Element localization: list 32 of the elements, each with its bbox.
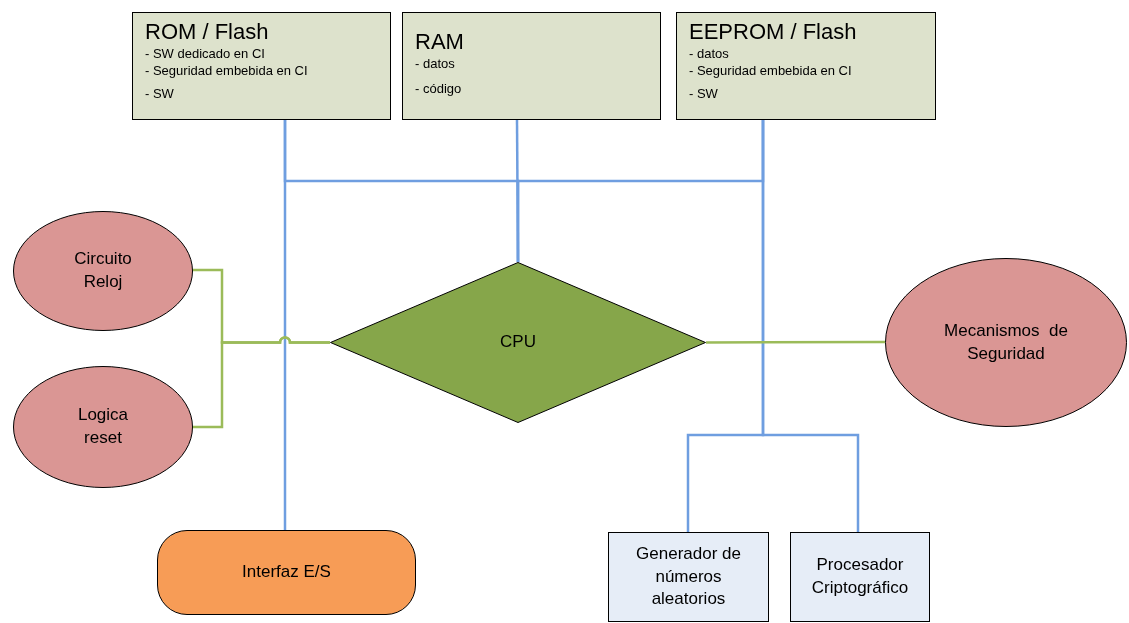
ellipse-node — [13, 366, 193, 488]
list-item: - código — [415, 80, 463, 97]
node-label: Generador de números aleatorios — [635, 542, 742, 611]
connector-line — [193, 336, 330, 429]
process-box — [608, 532, 769, 622]
connector-line — [283, 120, 287, 530]
list-item: - SW — [145, 85, 175, 102]
node-label: Circuito Reloj — [73, 248, 133, 293]
rounded-box — [157, 530, 416, 615]
memory-box — [676, 12, 936, 120]
box-heading: EEPROM / Flash — [689, 19, 858, 45]
process-box — [790, 532, 930, 622]
box-heading: RAM — [415, 29, 465, 55]
list-item: - Seguridad embebida en CI — [689, 62, 853, 79]
list-item: - datos — [689, 45, 730, 62]
box-heading: ROM / Flash — [145, 19, 270, 45]
memory-box — [132, 12, 391, 120]
node-label: Interfaz E/S — [242, 561, 331, 584]
ellipse-node — [13, 211, 193, 331]
node-label: Procesador Criptográfico — [810, 554, 910, 599]
node-label: Logica reset — [76, 404, 130, 449]
decision-diamond — [330, 262, 706, 423]
list-item: - datos — [415, 55, 456, 72]
list-item: - SW dedicado en CI — [145, 45, 266, 62]
connector-line — [706, 340, 885, 344]
node-label: Mecanismos de Seguridad — [943, 319, 1069, 365]
ellipse-node — [885, 258, 1127, 427]
node-label: CPU — [500, 331, 536, 354]
list-item: - SW — [689, 85, 719, 102]
connector-line — [761, 120, 860, 532]
list-item: - Seguridad embebida en CI — [145, 62, 309, 79]
memory-box — [402, 12, 661, 120]
